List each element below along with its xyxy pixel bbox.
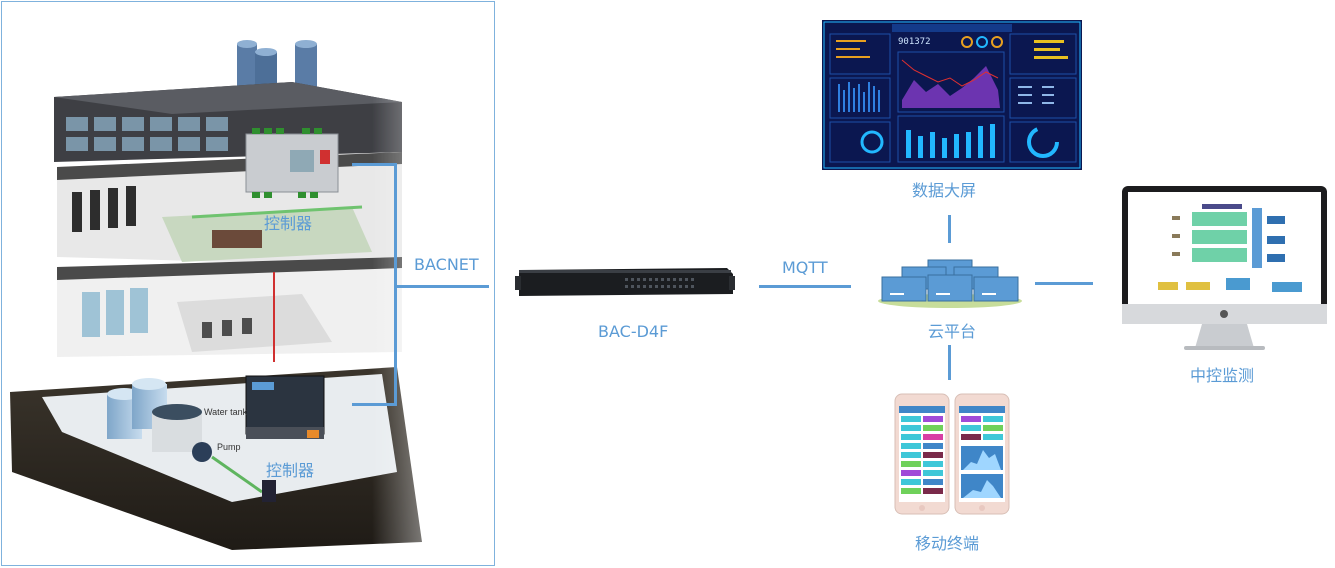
mobile-devices <box>893 392 1011 516</box>
central-monitor <box>1122 186 1327 354</box>
cloud-to-monitor-line <box>1035 282 1093 285</box>
building-illustration <box>10 2 494 565</box>
controller-device-bottom <box>245 375 325 439</box>
central-monitor-label: 中控监测 <box>1190 366 1255 385</box>
gateway-device <box>515 264 735 300</box>
bacnet-link-line <box>397 285 489 288</box>
bacnet-label: BACNET <box>414 255 479 274</box>
cloud-to-mobile-line <box>948 345 951 380</box>
cloud-to-screen-line <box>948 215 951 243</box>
bacnet-bracket-top <box>352 163 397 166</box>
controller-label-top: 控制器 <box>264 214 313 233</box>
big-screen-label: 数据大屏 <box>912 181 977 200</box>
controller-device-top <box>245 128 339 198</box>
dashboard-number: 901372 <box>898 37 931 47</box>
building-panel: 控制器 控制器 Water tank Pump <box>1 1 495 566</box>
big-screen-dashboard: 901372 <box>822 20 1082 170</box>
bacnet-bracket-vertical <box>394 163 397 406</box>
water-tank-label: Water tank <box>204 407 248 417</box>
bacnet-bracket-bottom <box>352 403 397 406</box>
controller-label-bottom: 控制器 <box>266 461 315 480</box>
gateway-label: BAC-D4F <box>598 322 669 341</box>
water-tanks <box>107 378 202 452</box>
mobile-label: 移动终端 <box>915 534 980 553</box>
cloud-label: 云平台 <box>928 322 977 341</box>
pump-label: Pump <box>217 442 241 452</box>
cloud-platform-icon <box>870 255 1030 310</box>
mqtt-label: MQTT <box>782 258 828 277</box>
mqtt-link-line <box>759 285 851 288</box>
